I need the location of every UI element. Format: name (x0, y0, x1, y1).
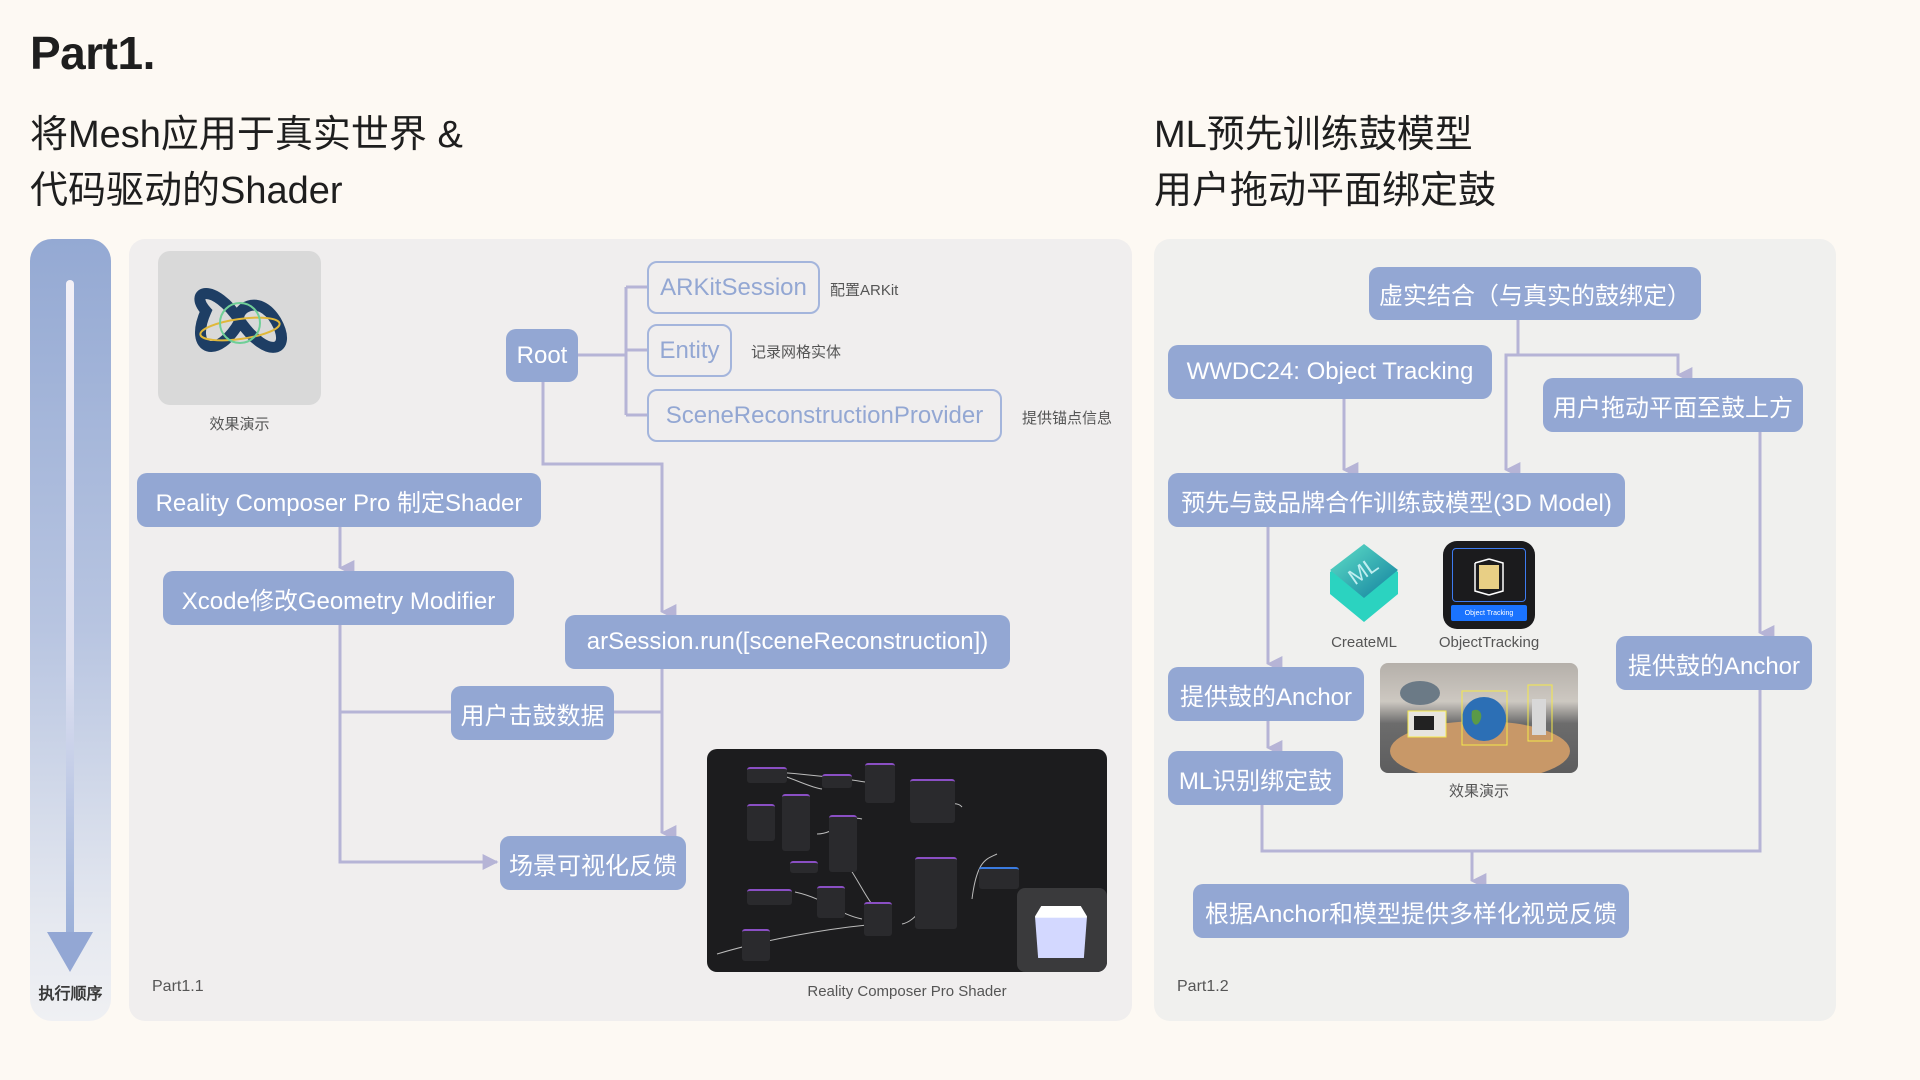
virtual-real-binding-node[interactable]: 虚实结合（与真实的鼓绑定） (1369, 267, 1701, 320)
rcp-shader-node[interactable]: Reality Composer Pro 制定Shader (137, 473, 541, 527)
material-preview (1017, 888, 1107, 972)
down-arrow-icon (47, 932, 93, 972)
root-node[interactable]: Root (506, 329, 578, 382)
drum-anchor-right-node[interactable]: 提供鼓的Anchor (1616, 636, 1812, 690)
right-subtitle-line2: 用户拖动平面绑定鼓 (1154, 170, 1497, 212)
shader-output-node (979, 867, 1019, 889)
effect-demo-thumbnail (158, 251, 321, 405)
createml-icon: ML (1326, 542, 1402, 626)
createml-label: CreateML (1331, 634, 1397, 651)
cube-preview-icon (1035, 906, 1087, 958)
scene-reconstruction-provider-node[interactable]: SceneReconstructionProvider (647, 389, 1002, 442)
shader-node (790, 861, 818, 873)
shader-node (915, 857, 957, 929)
right-subtitle: ML预先训练鼓模型 用户拖动平面绑定鼓 (1154, 107, 1496, 219)
ml-bind-drum-node[interactable]: ML识别绑定鼓 (1168, 751, 1343, 805)
entity-note: 记录网格实体 (751, 344, 842, 361)
user-drum-data-node[interactable]: 用户击鼓数据 (451, 686, 614, 740)
demo-photo-caption: 效果演示 (1448, 783, 1509, 800)
shader-graph-screenshot (707, 749, 1107, 972)
wwdc-object-tracking-node[interactable]: WWDC24: Object Tracking (1168, 345, 1492, 399)
object-tracking-demo-photo (1380, 663, 1578, 773)
pretrain-drum-model-node[interactable]: 预先与鼓品牌合作训练鼓模型(3D Model) (1168, 473, 1625, 527)
shader-node (742, 929, 770, 961)
object-tracking-button-label: Object Tracking (1451, 605, 1527, 621)
left-subtitle: 将Mesh应用于真实世界 & 代码驱动的Shader (30, 107, 463, 219)
shader-node (829, 815, 857, 872)
visual-feedback-node[interactable]: 根据Anchor和模型提供多样化视觉反馈 (1193, 884, 1629, 938)
part1-2-label: Part1.2 (1177, 978, 1229, 995)
shader-node (747, 804, 775, 841)
part1-1-label: Part1.1 (152, 978, 204, 995)
shader-node (865, 763, 895, 803)
shader-node (817, 886, 845, 918)
entity-node[interactable]: Entity (647, 324, 732, 377)
shader-node (910, 779, 955, 823)
user-drag-plane-node[interactable]: 用户拖动平面至鼓上方 (1543, 378, 1803, 432)
drum-anchor-left-node[interactable]: 提供鼓的Anchor (1168, 667, 1364, 721)
object-tracking-icon: Object Tracking (1443, 541, 1535, 629)
execution-order-label: 执行顺序 (38, 986, 103, 1003)
torus-knot-icon (194, 288, 287, 353)
shader-image-caption: Reality Composer Pro Shader (807, 983, 1007, 1000)
right-subtitle-line1: ML预先训练鼓模型 (1154, 114, 1473, 156)
shader-node (782, 794, 810, 851)
shader-node (822, 774, 852, 788)
arkitsession-note: 配置ARKit (830, 282, 899, 299)
arkitsession-node[interactable]: ARKitSession (647, 261, 820, 314)
object-tracking-label: ObjectTracking (1438, 634, 1540, 651)
xcode-geometry-modifier-node[interactable]: Xcode修改Geometry Modifier (163, 571, 514, 625)
arsession-run-node[interactable]: arSession.run([sceneReconstruction]) (565, 615, 1010, 669)
scene-feedback-node[interactable]: 场景可视化反馈 (500, 836, 686, 890)
shader-node (747, 767, 787, 783)
page-title: Part1. (30, 27, 155, 79)
left-subtitle-line2: 代码驱动的Shader (30, 170, 343, 212)
object-tracking-frame (1452, 548, 1526, 602)
left-subtitle-line1: 将Mesh应用于真实世界 & (30, 114, 463, 156)
thumbnail-caption: 效果演示 (209, 416, 270, 433)
shader-node (864, 902, 892, 936)
execution-order-track (66, 280, 74, 940)
shader-node (747, 889, 792, 905)
scene-reconstruction-note: 提供锚点信息 (1022, 410, 1113, 427)
